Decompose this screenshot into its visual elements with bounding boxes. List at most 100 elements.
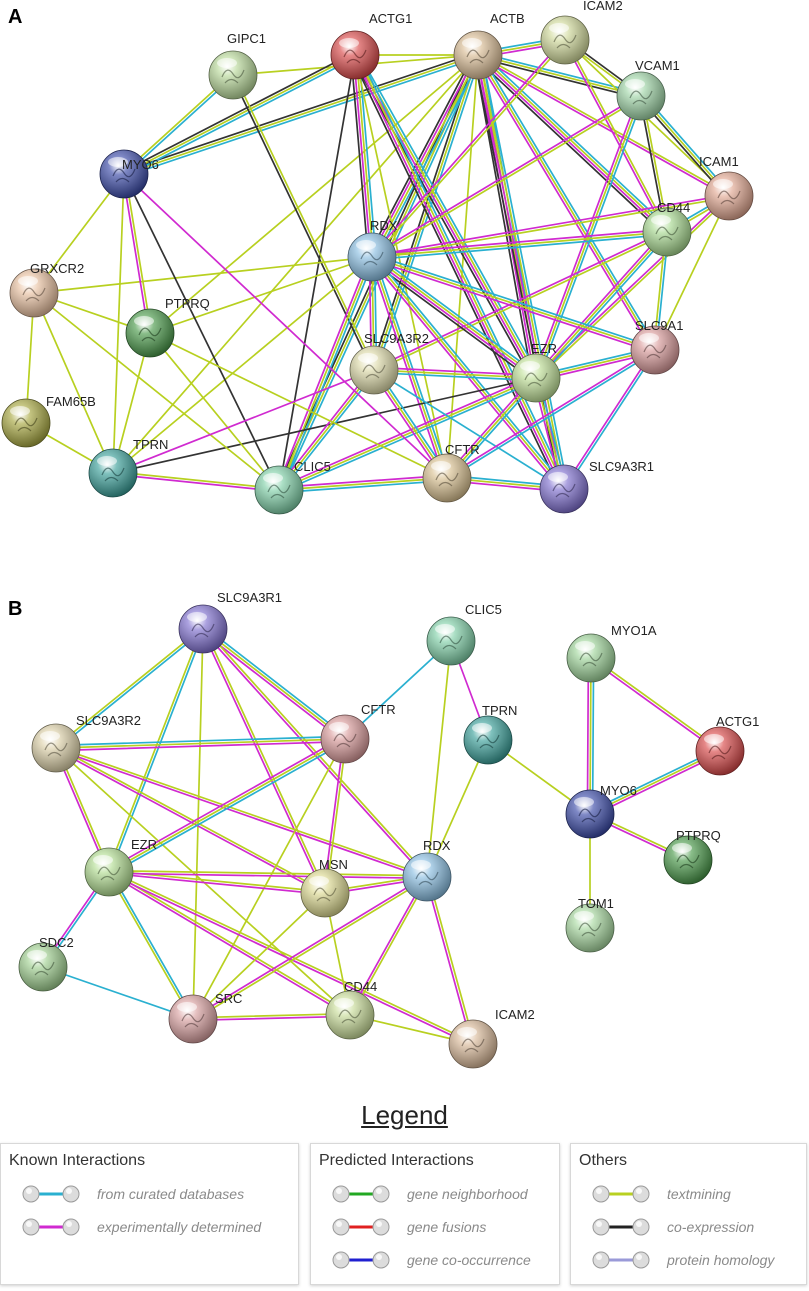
node-tom1[interactable]: TOM1 xyxy=(565,896,615,953)
node-rdx[interactable]: RDX xyxy=(347,218,398,282)
node-ezr[interactable]: EZR xyxy=(511,341,561,403)
edge-line xyxy=(106,627,203,873)
edge-line xyxy=(233,73,377,371)
node-cftr[interactable]: CFTR xyxy=(422,442,480,503)
node-ezr[interactable]: EZR xyxy=(84,837,157,897)
edge-line xyxy=(149,54,479,334)
legend-node-highlight xyxy=(636,1254,642,1260)
node-slc9a3r2[interactable]: SLC9A3R2 xyxy=(349,331,429,395)
edge-tprn-clic5 xyxy=(112,470,280,493)
edge-line xyxy=(192,738,346,1020)
edge-line xyxy=(192,892,326,1020)
node-slc9a3r1[interactable]: SLC9A3R1 xyxy=(178,590,282,654)
edge-actg1-ezr xyxy=(350,52,541,381)
node-actg1[interactable]: ACTG1 xyxy=(695,714,759,776)
edge-line xyxy=(278,477,448,491)
edge-line xyxy=(533,229,666,378)
node-myo6[interactable]: MYO6 xyxy=(565,783,637,839)
node-grxcr2[interactable]: GRXCR2 xyxy=(9,261,84,318)
node-myo1a[interactable]: MYO1A xyxy=(566,623,657,683)
node-clic5[interactable]: CLIC5 xyxy=(254,459,331,515)
node-cd44[interactable]: CD44 xyxy=(325,979,377,1040)
legend-node-dot xyxy=(372,1185,390,1203)
node-msn[interactable]: MSN xyxy=(300,857,350,918)
legend-node-highlight xyxy=(26,1188,32,1194)
edge-line xyxy=(372,54,481,259)
edge-ezr-rdx xyxy=(108,869,428,880)
legend-edge-glyph xyxy=(332,1218,390,1236)
node-highlight xyxy=(27,950,47,960)
node-tprn[interactable]: TPRN xyxy=(88,437,168,498)
node-highlight xyxy=(548,472,568,482)
structure-glyph xyxy=(415,871,439,886)
legend-node-highlight xyxy=(636,1188,642,1194)
edge-myo6-ptprq xyxy=(121,172,153,335)
node-clic5[interactable]: CLIC5 xyxy=(426,602,502,666)
node-myo6[interactable]: MYO6 xyxy=(99,149,159,199)
node-tprn[interactable]: TPRN xyxy=(463,703,517,765)
legend-title: Legend xyxy=(361,1100,448,1130)
legend-node-dot xyxy=(592,1218,610,1236)
node-icam2[interactable]: ICAM2 xyxy=(540,0,623,65)
node-label: SRC xyxy=(215,991,242,1006)
legend-edge-glyph xyxy=(22,1218,80,1236)
edge-line xyxy=(536,196,731,380)
edge-line xyxy=(122,51,479,173)
legend-item-gene-co-occurrence: gene co-occurrence xyxy=(331,1250,531,1270)
panel-b-label: B xyxy=(8,598,23,620)
structure-glyph xyxy=(31,961,55,976)
structure-glyph xyxy=(333,733,357,748)
structure-glyph xyxy=(643,344,667,359)
edge-slc9a3r2-slc9a3r1 xyxy=(373,369,565,490)
edge-line xyxy=(371,196,731,260)
node-label: RDX xyxy=(370,218,398,233)
node-gipc1[interactable]: GIPC1 xyxy=(208,31,266,100)
legend-node-dot xyxy=(592,1251,610,1269)
edge-line xyxy=(473,54,534,380)
node-label: VCAM1 xyxy=(635,58,680,73)
node-src[interactable]: SRC xyxy=(168,991,242,1044)
node-actg1[interactable]: ACTG1 xyxy=(330,11,412,80)
edge-line xyxy=(54,627,204,748)
node-cd44[interactable]: CD44 xyxy=(642,200,692,257)
legend-edge-glyph xyxy=(592,1218,650,1236)
node-vcam1[interactable]: VCAM1 xyxy=(616,58,680,121)
edge-slc9a3r1-ezr xyxy=(106,627,206,874)
node-highlight xyxy=(309,876,329,886)
edge-line xyxy=(480,53,569,490)
node-highlight xyxy=(334,998,354,1008)
node-slc9a3r2[interactable]: SLC9A3R2 xyxy=(31,713,141,773)
edge-line xyxy=(109,870,195,1020)
legend-edge-glyph xyxy=(332,1251,390,1269)
node-cftr[interactable]: CFTR xyxy=(320,702,396,764)
edge-line xyxy=(192,1015,351,1022)
edge-line xyxy=(373,371,537,382)
node-highlight xyxy=(10,406,30,416)
node-highlight xyxy=(472,723,492,733)
edge-line xyxy=(202,628,346,740)
edge-line xyxy=(370,38,565,257)
edge-rdx-ezr xyxy=(368,253,540,382)
node-sdc2[interactable]: SDC2 xyxy=(18,935,74,992)
structure-glyph xyxy=(717,190,741,205)
edge-line xyxy=(426,739,489,878)
edge-line xyxy=(373,253,540,376)
edge-myo6-clic5 xyxy=(123,173,280,491)
node-icam1[interactable]: ICAM1 xyxy=(699,154,754,221)
edge-line xyxy=(586,657,590,815)
edge-line xyxy=(203,626,348,738)
legend-node-highlight xyxy=(596,1254,602,1260)
node-slc9a3r1[interactable]: SLC9A3R1 xyxy=(539,459,654,514)
edge-line xyxy=(371,255,538,378)
node-label: PTPRQ xyxy=(676,828,721,843)
node-actb[interactable]: ACTB xyxy=(453,11,525,80)
edge-clic5-rdx xyxy=(426,640,452,878)
edge-line xyxy=(371,96,643,259)
edge-line xyxy=(367,52,476,257)
node-slc9a1[interactable]: SLC9A1 xyxy=(630,318,683,375)
node-fam65b[interactable]: FAM65B xyxy=(1,394,96,448)
node-ptprq[interactable]: PTPRQ xyxy=(125,296,210,358)
node-rdx[interactable]: RDX xyxy=(402,838,452,902)
node-ptprq[interactable]: PTPRQ xyxy=(663,828,721,885)
node-icam2[interactable]: ICAM2 xyxy=(448,1007,535,1069)
